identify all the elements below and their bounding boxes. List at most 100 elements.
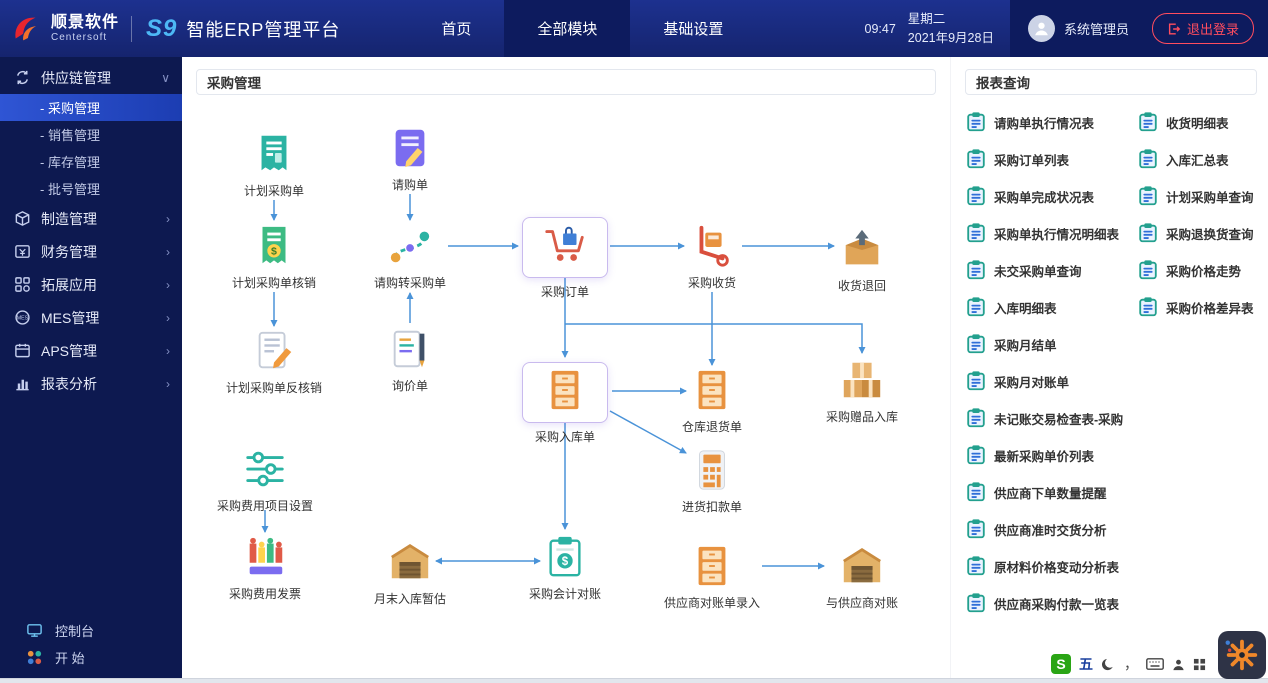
flow-node[interactable]: 请购转采购单 [350, 223, 470, 291]
report-columns: 请购单执行情况表采购订单列表采购单完成状况表采购单执行情况明细表未交采购单查询入… [965, 111, 1258, 629]
sidebar-subitem[interactable]: - 采购管理 [0, 94, 182, 121]
report-item[interactable]: 入库明细表 [965, 296, 1137, 318]
report-item[interactable]: 未交采购单查询 [965, 259, 1137, 281]
sidebar-item-label: 拓展应用 [41, 276, 97, 293]
flow-node[interactable]: 采购费用发票 [205, 534, 325, 602]
report-item-label: 请购单执行情况表 [994, 116, 1095, 131]
flow-node[interactable]: $采购会计对账 [505, 534, 625, 602]
comma-icon[interactable]: ， [1124, 656, 1138, 672]
nav-item[interactable]: 首页 [408, 0, 504, 57]
report-item[interactable]: 采购单完成状况表 [965, 185, 1137, 207]
report-item[interactable]: 未记账交易检查表-采购 [965, 407, 1137, 429]
flow-canvas: 计划采购单请购单$计划采购单核销请购转采购单采购订单采购收货 收货退回计划采购单反… [196, 101, 948, 667]
report-item[interactable]: 收货明细表 [1137, 111, 1258, 133]
flow-node[interactable]: 采购费用项目设置 [205, 446, 325, 514]
flow-node[interactable]: 采购收货 [652, 223, 772, 291]
flow-node-label: 计划采购单反核销 [225, 381, 322, 395]
sidebar: 供应链管理∨- 采购管理- 销售管理 - 库存管理 - 批号管理制造管理›财务管理›… [0, 57, 182, 683]
flow-node[interactable]: 仓库退货单 [652, 367, 772, 435]
report-item-label: 采购月结单 [994, 338, 1057, 353]
sidebar-item[interactable]: 财务管理› [0, 235, 182, 268]
brand-logo[interactable]: 顺景软件 Centersoft [0, 0, 127, 57]
flow-node[interactable]: 供应商对账单录入 [652, 543, 772, 611]
person-icon[interactable] [1172, 658, 1185, 671]
flow-node[interactable]: 计划采购单 [214, 131, 334, 199]
report-doc-icon [1137, 111, 1159, 133]
logout-label: 退出登录 [1186, 22, 1239, 37]
report-doc-icon [965, 148, 987, 170]
flow-node[interactable]: 采购赠品入库 [802, 357, 922, 425]
svg-text:MES: MES [17, 316, 29, 322]
flow-node[interactable]: 请购单 [350, 125, 470, 193]
report-item[interactable]: 采购价格走势 [1137, 259, 1258, 281]
report-item[interactable]: 入库汇总表 [1137, 148, 1258, 170]
sidebar-footer-item[interactable]: 开 始 [0, 644, 182, 671]
flow-node[interactable]: 询价单 [350, 326, 470, 394]
chevron-right-icon: › [166, 277, 170, 292]
report-item[interactable]: 原材料价格变动分析表 [965, 555, 1137, 577]
nav-item-label: 全部模块 [537, 21, 598, 38]
sidebar-subitem-label: - 库存管理 [40, 155, 100, 170]
sidebar-footer-label: 控制台 [55, 624, 95, 639]
report-item-label: 采购单完成状况表 [994, 190, 1095, 205]
user-avatar-icon [1027, 15, 1055, 42]
moon-icon[interactable] [1101, 657, 1116, 672]
report-item[interactable]: 请购单执行情况表 [965, 111, 1137, 133]
user-block[interactable]: 系统管理员 退出登录 [1009, 0, 1268, 57]
sliders-icon [242, 446, 288, 492]
sidebar-item[interactable]: 报表分析› [0, 367, 182, 400]
report-item[interactable]: 最新采购单价列表 [965, 444, 1137, 466]
sidebar-item[interactable]: APS管理› [0, 334, 182, 367]
flow-node[interactable]: 月末入库暂估 [350, 539, 470, 607]
flow-node-label: 仓库退货单 [681, 420, 742, 434]
report-item[interactable]: 采购退换货查询 [1137, 222, 1258, 244]
flow-node[interactable]: 采购订单 [505, 217, 625, 300]
flow-node-label: 月末入库暂估 [373, 592, 446, 606]
nav-item[interactable]: 全部模块 [504, 0, 631, 57]
flow-node[interactable]: 采购入库单 [505, 362, 625, 445]
wubi-icon[interactable]: 五 [1079, 656, 1093, 672]
report-doc-icon [965, 185, 987, 207]
flow-node[interactable]: 计划采购单反核销 [214, 328, 334, 396]
flow-node[interactable]: 进货扣款单 [652, 447, 772, 515]
sidebar-item[interactable]: 制造管理› [0, 202, 182, 235]
report-doc-icon [965, 333, 987, 355]
report-item[interactable]: 供应商采购付款一览表 [965, 592, 1137, 614]
report-item[interactable]: 供应商下单数量提醒 [965, 481, 1137, 503]
product-title-block: S9 智能ERP管理平台 [136, 15, 350, 43]
cabinet-icon [542, 367, 588, 413]
report-item[interactable]: 采购月结单 [965, 333, 1137, 355]
sidebar-subitem[interactable]: - 批号管理 [0, 175, 182, 202]
report-item[interactable]: 采购订单列表 [965, 148, 1137, 170]
warehouse-icon [839, 543, 885, 589]
keyboard-icon[interactable] [1146, 658, 1164, 670]
sidebar-item[interactable]: 供应链管理∨ [0, 61, 182, 94]
flow-node[interactable]: 与供应商对账 [802, 543, 922, 611]
sidebar-footer-item[interactable]: 控制台 [0, 617, 182, 644]
chevron-right-icon: › [166, 343, 170, 358]
settings-gear-button[interactable] [1218, 631, 1266, 679]
report-doc-icon [965, 481, 987, 503]
report-item[interactable]: 采购价格差异表 [1137, 296, 1258, 318]
report-item[interactable]: 供应商准时交货分析 [965, 518, 1137, 540]
report-item[interactable]: 计划采购单查询 [1137, 185, 1258, 207]
report-item-label: 采购退换货查询 [1166, 227, 1254, 242]
sidebar-footer: 控制台开 始 [0, 617, 182, 671]
flow-node-label: 采购收货 [687, 276, 736, 290]
sidebar-item[interactable]: 拓展应用 › [0, 268, 182, 301]
report-item[interactable]: 采购月对账单 [965, 370, 1137, 392]
chevron-right-icon: › [166, 244, 170, 259]
report-item[interactable]: 采购单执行情况明细表 [965, 222, 1137, 244]
sogou-icon[interactable]: S [1051, 654, 1071, 674]
report-item-label: 未记账交易检查表-采购 [994, 412, 1124, 427]
sidebar-subitem[interactable]: - 销售管理 [0, 121, 182, 148]
flow-node[interactable]: $计划采购单核销 [214, 223, 334, 291]
sidebar-subitem[interactable]: - 库存管理 [0, 148, 182, 175]
nav-item[interactable]: 基础设置 [630, 0, 756, 57]
handtruck-icon [689, 223, 735, 269]
report-doc-icon [965, 407, 987, 429]
grid-icon[interactable] [1193, 658, 1206, 671]
logout-button[interactable]: 退出登录 [1151, 13, 1254, 44]
flow-node[interactable]: 收货退回 [802, 226, 922, 294]
